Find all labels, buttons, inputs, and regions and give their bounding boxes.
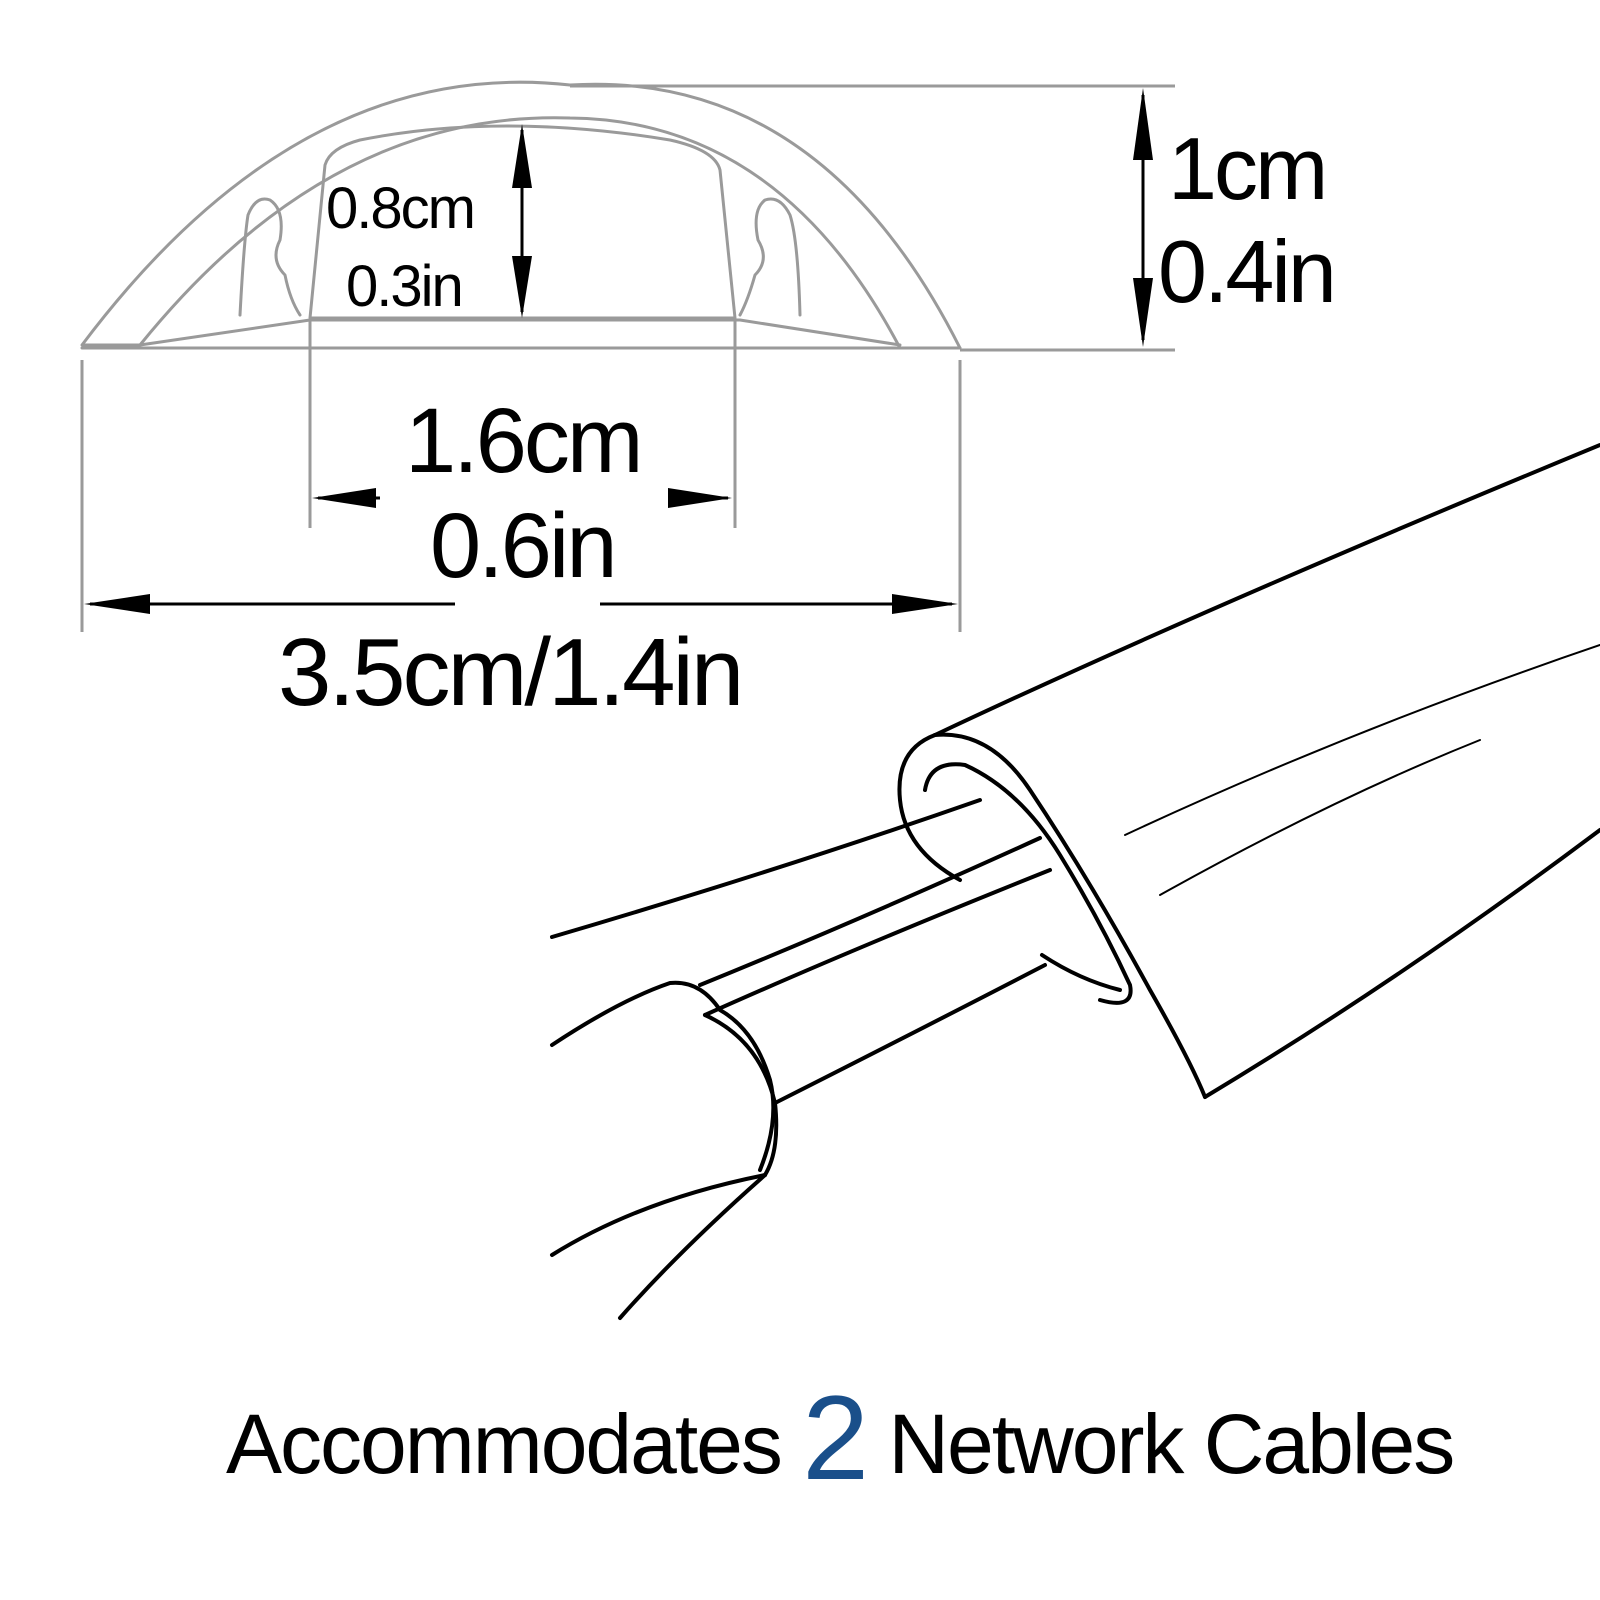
caption-prefix: Accommodates	[226, 1397, 783, 1491]
slot-width-in-label: 0.6in	[430, 495, 617, 597]
arrow-left-slot	[312, 488, 376, 508]
total-width-label: 3.5cm/1.4in	[278, 619, 744, 726]
base-line	[138, 318, 902, 347]
inner-height-in-label: 0.3in	[346, 254, 464, 319]
left-clip	[238, 197, 302, 317]
arrow-right-slot	[668, 488, 732, 508]
inner-height-cm-label: 0.8cm	[326, 176, 476, 241]
arrow-down-height	[1133, 278, 1153, 347]
cable-raceway-illustration	[550, 443, 1600, 1320]
arrow-left-total	[84, 594, 150, 614]
height-cm-label: 1cm	[1168, 119, 1328, 218]
arrow-right-total	[892, 594, 958, 614]
arrow-up-height	[1133, 88, 1153, 160]
right-clip	[738, 197, 802, 317]
height-in-label: 0.4in	[1158, 222, 1337, 321]
slot-width-cm-label: 1.6cm	[405, 390, 644, 492]
arrow-down-inner	[512, 256, 532, 318]
caption-suffix: Network Cables	[888, 1397, 1455, 1491]
caption-number: 2	[802, 1371, 869, 1505]
inner-channel	[308, 124, 737, 320]
caption: Accommodates 2 Network Cables	[226, 1378, 1455, 1498]
arrow-up-inner	[512, 124, 532, 188]
